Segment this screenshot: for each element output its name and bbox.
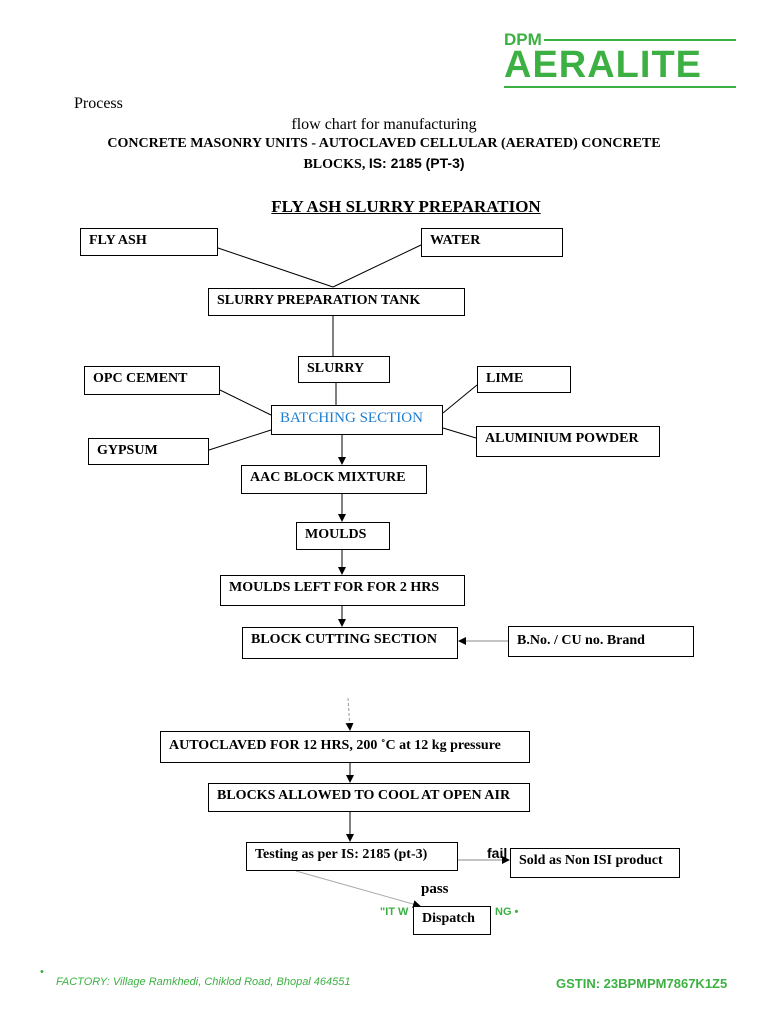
footer-address-cropped: • xyxy=(40,966,44,978)
box-water: WATER xyxy=(421,228,563,257)
box-testing: Testing as per IS: 2185 (pt-3) xyxy=(246,842,458,871)
box-brand: B.No. / CU no. Brand xyxy=(508,626,694,657)
box-moulds: MOULDS xyxy=(296,522,390,550)
box-aluminium-powder: ALUMINIUM POWDER xyxy=(476,426,660,457)
box-dispatch: Dispatch xyxy=(413,906,491,935)
box-fly-ash: FLY ASH xyxy=(80,228,218,256)
watermark-left: "IT W xyxy=(380,906,409,918)
box-slurry-tank: SLURRY PREPARATION TANK xyxy=(208,288,465,316)
header-flow-chart: flow chart for manufacturing xyxy=(291,116,477,133)
box-block-cutting: BLOCK CUTTING SECTION xyxy=(242,627,458,659)
label-fail: fail xyxy=(487,845,508,861)
box-autoclaved: AUTOCLAVED FOR 12 HRS, 200 ˚C at 12 kg p… xyxy=(160,731,530,763)
footer-gstin: GSTIN: 23BPMPM7867K1Z5 xyxy=(556,976,728,991)
box-batching-section: BATCHING SECTION xyxy=(271,405,443,435)
box-sold-non-isi: Sold as Non ISI product xyxy=(510,848,680,878)
box-lime: LIME xyxy=(477,366,571,393)
footer-factory: FACTORY: Village Ramkhedi, Chiklod Road,… xyxy=(56,976,351,988)
box-slurry: SLURRY xyxy=(298,356,390,383)
header-standard-2: BLOCKS, IS: 2185 (PT-3) xyxy=(303,155,465,172)
aeralite-logo: DPM AERALITE xyxy=(504,30,736,90)
box-cool: BLOCKS ALLOWED TO COOL AT OPEN AIR xyxy=(208,783,530,812)
box-moulds-left: MOULDS LEFT FOR FOR 2 HRS xyxy=(220,575,465,606)
box-opc-cement: OPC CEMENT xyxy=(84,366,220,395)
header-standard: CONCRETE MASONRY UNITS - AUTOCLAVED CELL… xyxy=(107,136,661,151)
section-title: FLY ASH SLURRY PREPARATION xyxy=(271,197,541,216)
watermark-right: NG • xyxy=(495,906,519,918)
box-gypsum: GYPSUM xyxy=(88,438,209,465)
header-process: Process xyxy=(74,95,123,112)
label-pass: pass xyxy=(421,881,449,897)
box-aac-mixture: AAC BLOCK MIXTURE xyxy=(241,465,427,494)
